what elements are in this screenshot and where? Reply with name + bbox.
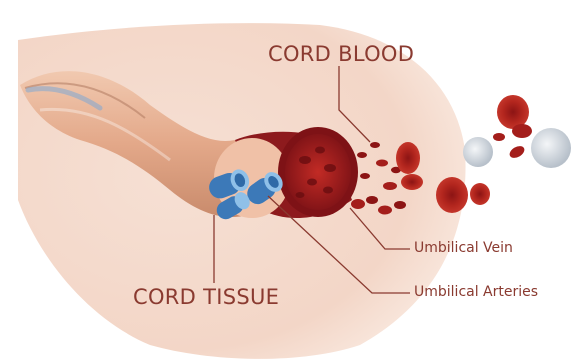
cord-tissue-label: CORD TISSUE bbox=[133, 285, 279, 309]
umbilical-vein-label: Umbilical Vein bbox=[414, 240, 513, 256]
cord-blood-label: CORD BLOOD bbox=[268, 42, 414, 66]
umbilical-arteries-label: Umbilical Arteries bbox=[414, 284, 538, 300]
